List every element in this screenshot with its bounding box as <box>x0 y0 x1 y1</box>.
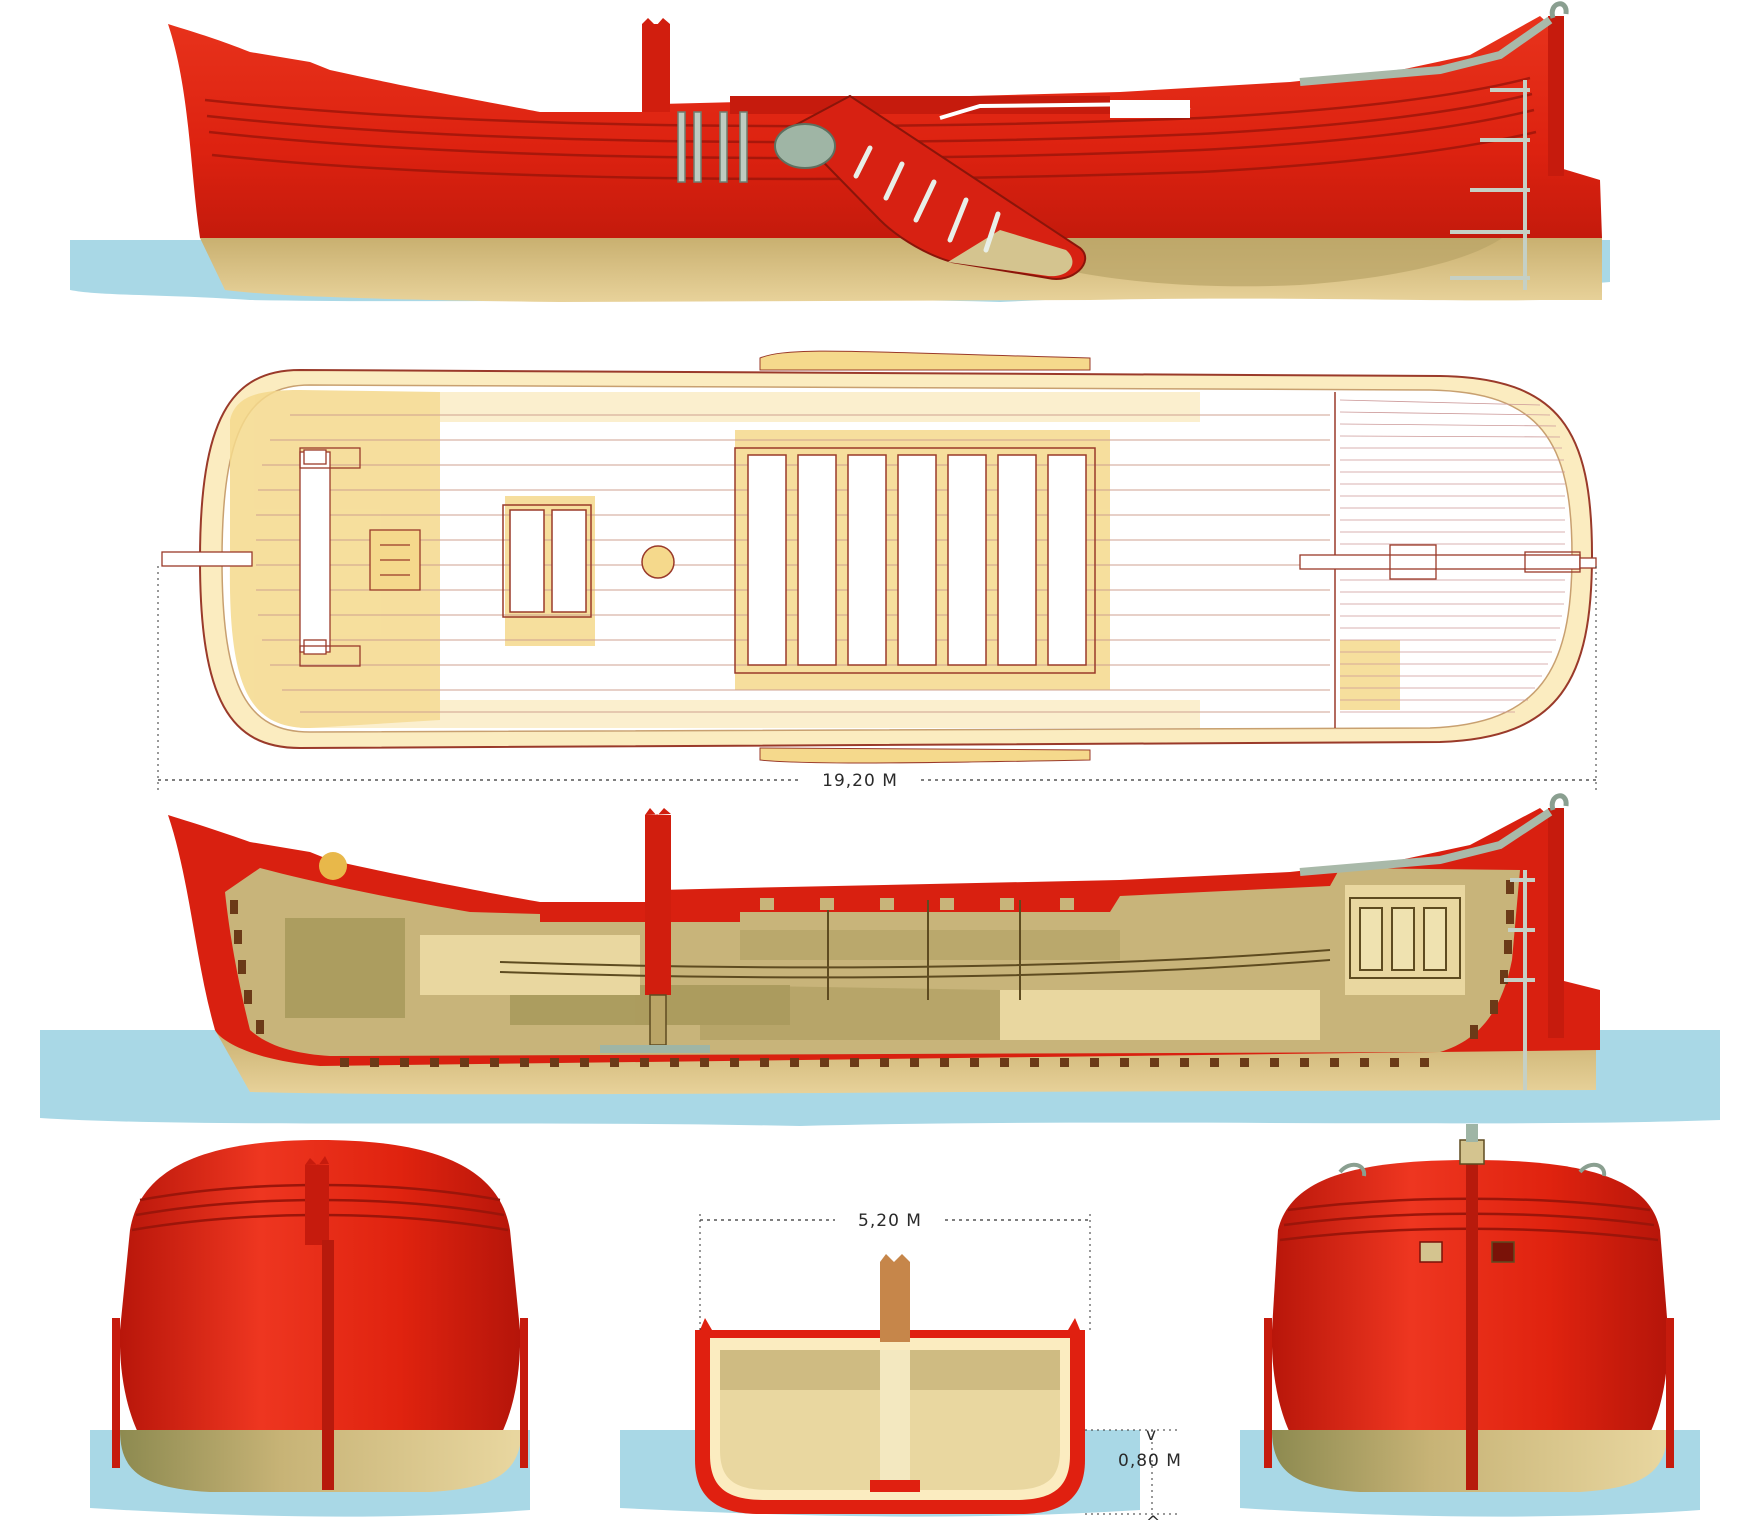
stern-post <box>1548 16 1564 176</box>
hawse-hole <box>319 852 347 880</box>
deck-plan: 19,20 M <box>157 350 1597 792</box>
stern-mast <box>305 1165 329 1245</box>
stern-lower <box>120 1430 522 1492</box>
floor-frames <box>340 1058 1429 1067</box>
beam-label: 5,20 M <box>858 1211 922 1231</box>
deck-rail <box>1299 16 1553 86</box>
mast-step <box>649 994 667 1046</box>
stern-view <box>90 1140 530 1517</box>
leeboard <box>774 94 1087 281</box>
cargo-hatches <box>734 447 1096 674</box>
svg-text:v: v <box>1146 1425 1157 1445</box>
cabin-panels <box>1349 897 1461 979</box>
bow-port-left <box>1419 1241 1443 1263</box>
planking-lines <box>204 76 1537 181</box>
tiller <box>161 551 253 567</box>
bow-view <box>1240 1124 1700 1517</box>
mast-stump <box>642 24 670 112</box>
bow-hook <box>1549 1 1569 19</box>
section-stringers <box>499 900 1331 1000</box>
deck-beam-notches <box>760 898 1074 910</box>
mast-hole <box>641 545 675 579</box>
draught-label: 0,80 M <box>1118 1451 1182 1471</box>
windlass <box>299 447 421 667</box>
section-mast <box>645 815 671 995</box>
svg-text:^: ^ <box>1146 1513 1161 1533</box>
rudder-irons <box>1450 80 1530 290</box>
side-elevation <box>70 1 1610 302</box>
longitudinal-section <box>40 793 1720 1126</box>
leeboard-plan-top <box>759 350 1091 371</box>
leeboard-pivot <box>774 123 836 169</box>
small-hatch <box>502 504 592 618</box>
length-label: 19,20 M <box>822 771 898 791</box>
bow-port-right <box>1491 1241 1515 1263</box>
stern-rudder <box>322 1240 334 1490</box>
leeboard-plan-bottom <box>759 747 1091 764</box>
bitts <box>677 111 748 183</box>
midship-mast <box>880 1262 910 1342</box>
stern-hull <box>119 1140 521 1490</box>
midship-section: 5,20 M v ^ 0,80 M <box>620 1208 1182 1533</box>
bow-frames <box>230 880 1514 1039</box>
bow-stem <box>1466 1160 1478 1490</box>
bow-fittings <box>1299 544 1597 580</box>
